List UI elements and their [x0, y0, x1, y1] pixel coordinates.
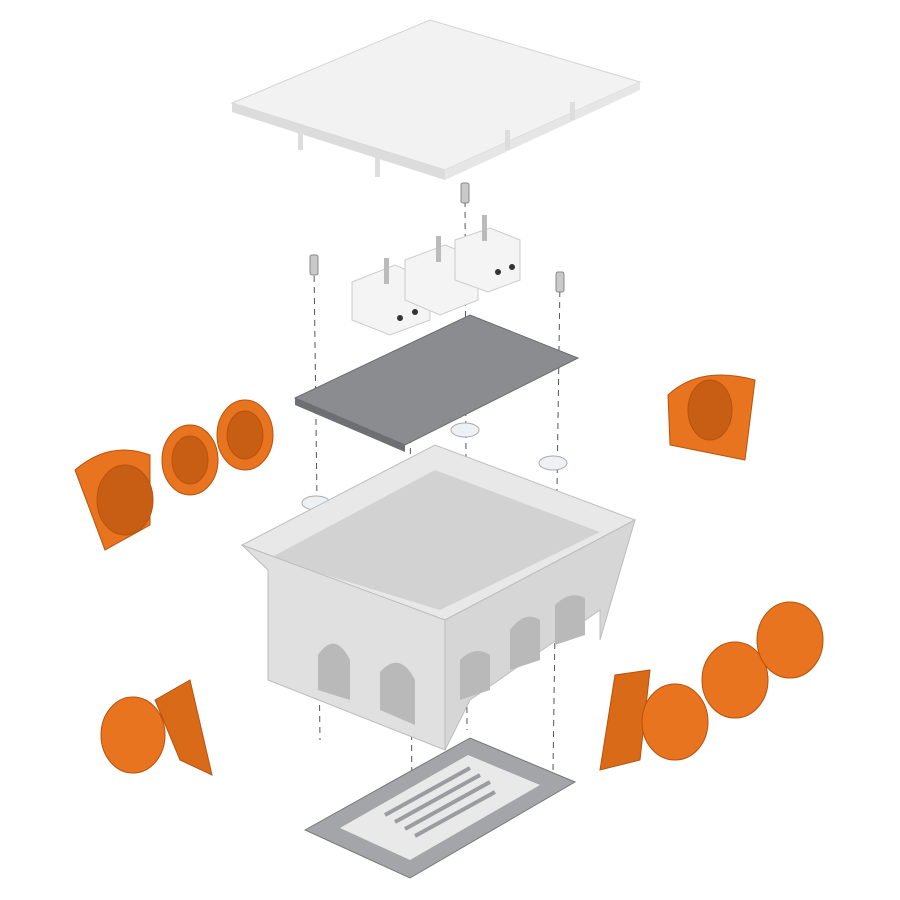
- gland-triple-left: [74, 399, 274, 551]
- mounting-plate: [293, 314, 580, 452]
- cable-glands: [74, 374, 824, 776]
- terminal-blocks: [351, 215, 521, 336]
- lid: [230, 19, 642, 180]
- gland-single-right: [667, 374, 756, 461]
- gland-plug-left: [100, 679, 213, 776]
- gland-plug-right-triple: [599, 601, 824, 771]
- bottom-plate: [303, 737, 577, 879]
- housing: [240, 444, 637, 751]
